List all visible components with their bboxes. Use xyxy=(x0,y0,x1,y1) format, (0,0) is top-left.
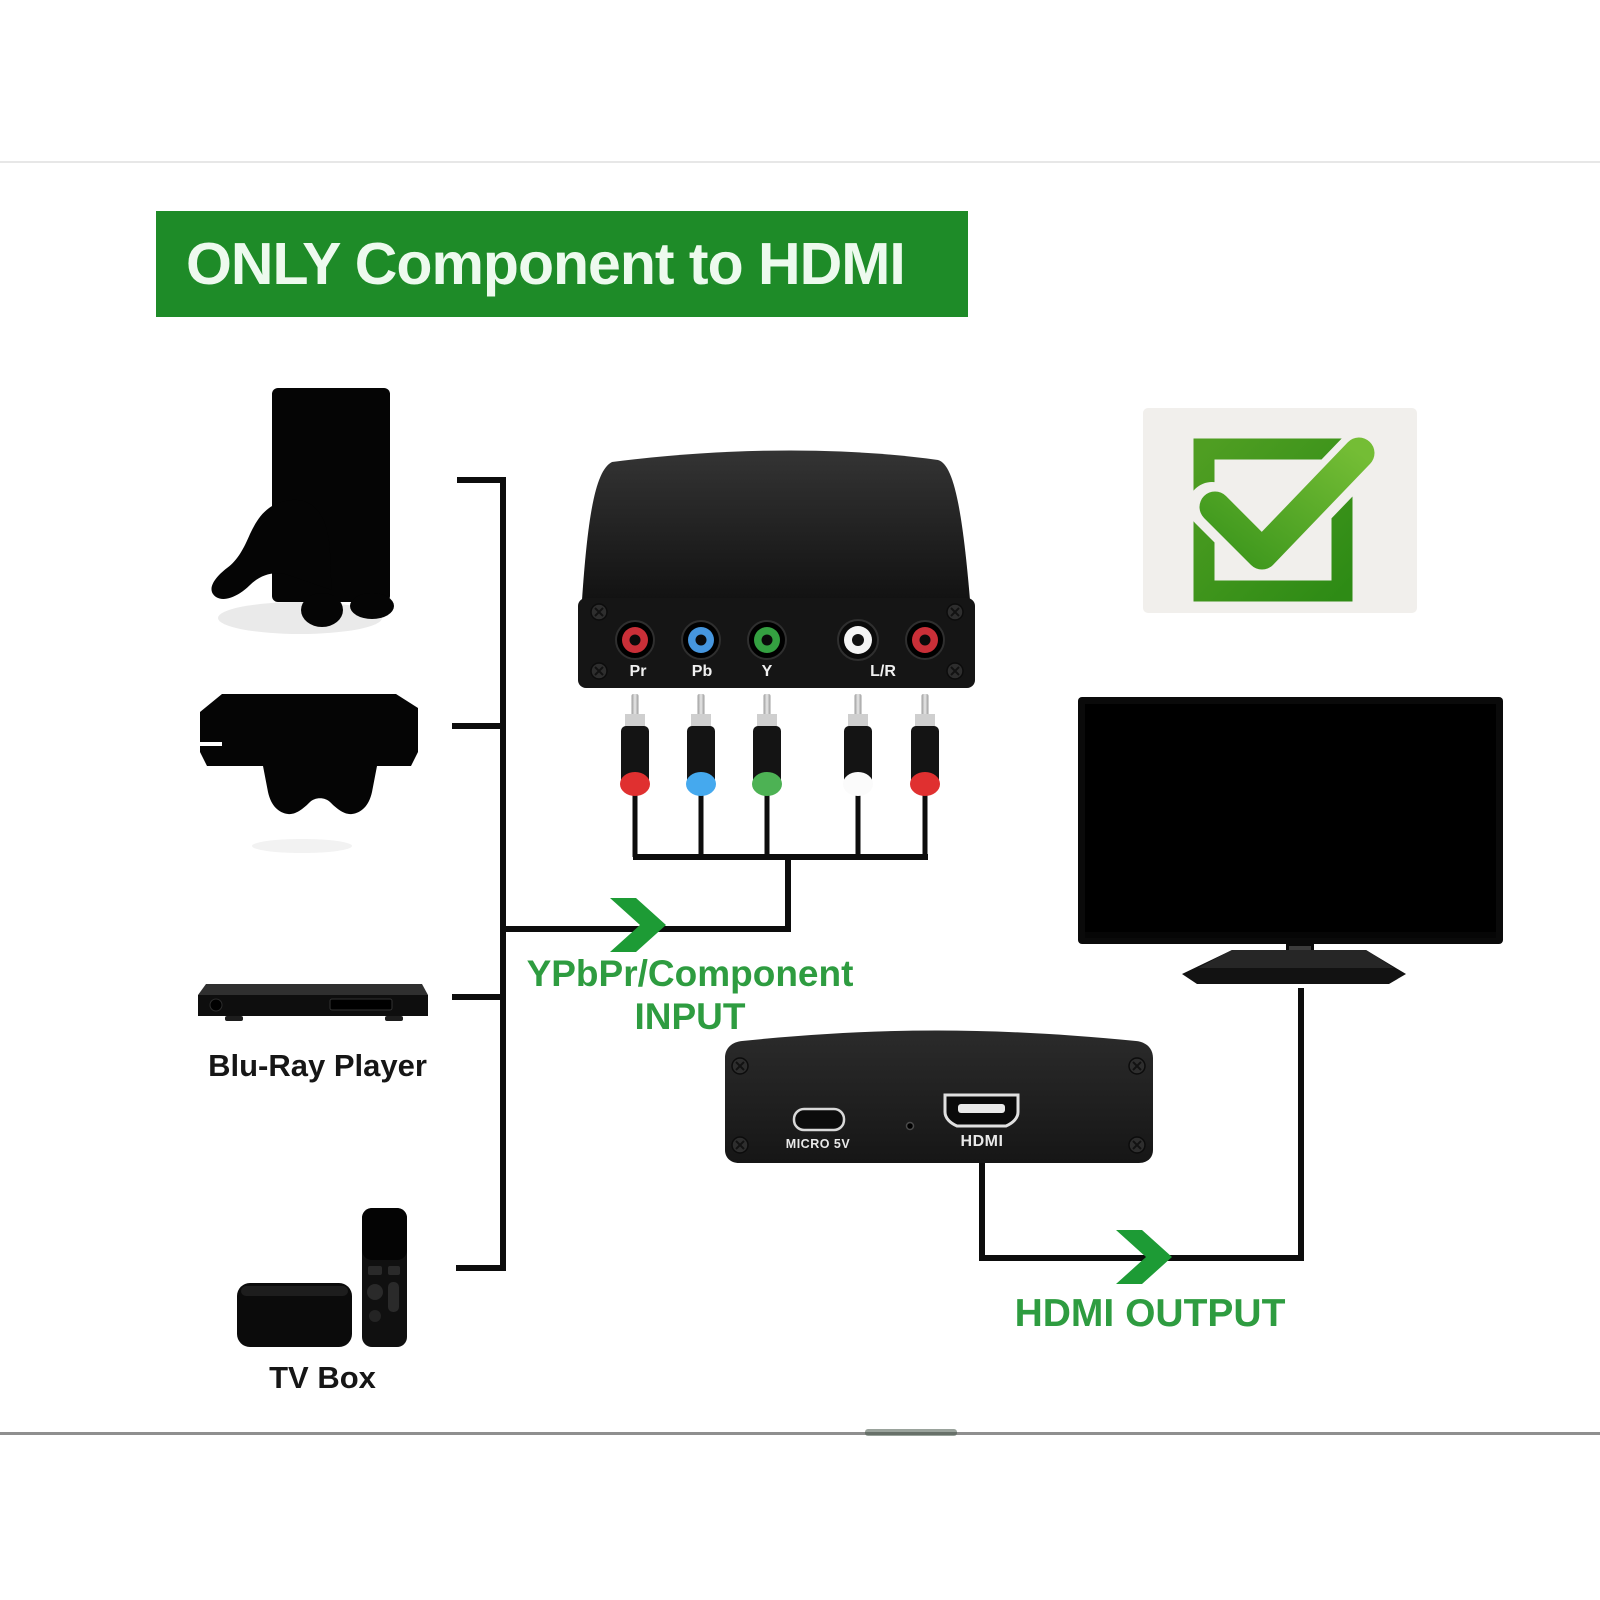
remote-volume-button xyxy=(388,1282,399,1312)
hdmi-port-tongue xyxy=(958,1104,1005,1113)
bluray-foot xyxy=(385,1016,403,1021)
tvbox-label: TV Box xyxy=(269,1360,376,1395)
title-banner: ONLY Component to HDMI xyxy=(156,211,968,317)
bluray-player-image xyxy=(198,984,428,1021)
tv-stand-base-top xyxy=(1198,950,1394,968)
tvbox-image xyxy=(237,1208,407,1347)
bluray-label: Blu-Ray Player xyxy=(208,1048,427,1083)
bluray-foot xyxy=(225,1016,243,1021)
hdmi-output-wire xyxy=(979,988,1304,1261)
rca-plug-blue xyxy=(686,694,716,796)
input-caption: YPbPr/Component INPUT xyxy=(495,953,885,1038)
rca-port-y xyxy=(747,620,787,660)
tv-bottom-bezel xyxy=(1085,932,1496,938)
console-foot xyxy=(301,593,343,627)
kinect-shadow xyxy=(252,839,352,853)
output-caption: HDMI OUTPUT xyxy=(1014,1292,1286,1335)
port-label-pb: Pb xyxy=(691,663,713,680)
output-arrow-icon xyxy=(1116,1230,1172,1284)
converter-box-front xyxy=(578,450,975,688)
check-icon xyxy=(1143,408,1417,613)
input-arrow-icon xyxy=(610,898,666,952)
remote-button xyxy=(367,1284,383,1300)
rca-plug-white xyxy=(843,694,873,796)
rca-port-audio-white xyxy=(837,619,879,661)
rca-port-audio-red xyxy=(905,620,945,660)
port-label-y: Y xyxy=(761,663,773,680)
input-wiring xyxy=(452,477,928,1271)
bluray-knob xyxy=(209,998,223,1012)
plug-wires xyxy=(632,790,928,857)
hdmi-port-label: HDMI xyxy=(960,1133,1004,1150)
checkmark xyxy=(1199,437,1375,570)
bluray-front-face xyxy=(198,995,428,1016)
sensor-bar-stand xyxy=(263,766,377,815)
game-console-silhouette xyxy=(211,388,394,627)
input-caption-line2: INPUT xyxy=(634,995,746,1037)
input-caption-line1: YPbPr/Component xyxy=(526,953,854,994)
converter-box-bottom xyxy=(725,1030,1153,1163)
micro-5v-label: MICRO 5V xyxy=(785,1137,851,1151)
tvbox-top-highlight xyxy=(241,1286,348,1296)
remote-button xyxy=(368,1266,382,1275)
sensor-bar-silhouette xyxy=(198,694,418,815)
port-label-lr: L/R xyxy=(870,663,896,680)
component-cable-plugs xyxy=(620,694,940,796)
bottom-divider-smudge xyxy=(865,1429,957,1436)
rca-plug-red2 xyxy=(910,694,940,796)
tv-screen xyxy=(1085,704,1496,932)
micro-usb-port xyxy=(792,1107,846,1132)
sensor-bar-slit xyxy=(198,742,222,746)
rca-plug-red xyxy=(620,694,650,796)
rca-port-pr xyxy=(615,620,655,660)
rca-plug-green xyxy=(752,694,782,796)
converter-lid xyxy=(582,450,970,600)
port-label-pr: Pr xyxy=(629,663,647,680)
remote-button xyxy=(369,1310,381,1322)
bluray-top-face xyxy=(198,984,428,995)
led-pinhole xyxy=(905,1121,915,1131)
remote-button xyxy=(388,1266,400,1275)
tv-image xyxy=(1078,697,1503,984)
controller-silhouette xyxy=(211,499,332,599)
banner-title: ONLY Component to HDMI xyxy=(186,231,906,297)
console-foot xyxy=(350,593,394,619)
rca-port-pb xyxy=(681,620,721,660)
bottom-divider-line xyxy=(0,1432,1600,1435)
top-divider-line xyxy=(0,161,1600,163)
remote-touchpad xyxy=(362,1208,407,1260)
bluray-display xyxy=(329,998,393,1011)
tvbox-body xyxy=(237,1283,352,1347)
sensor-bar-body xyxy=(200,694,418,766)
